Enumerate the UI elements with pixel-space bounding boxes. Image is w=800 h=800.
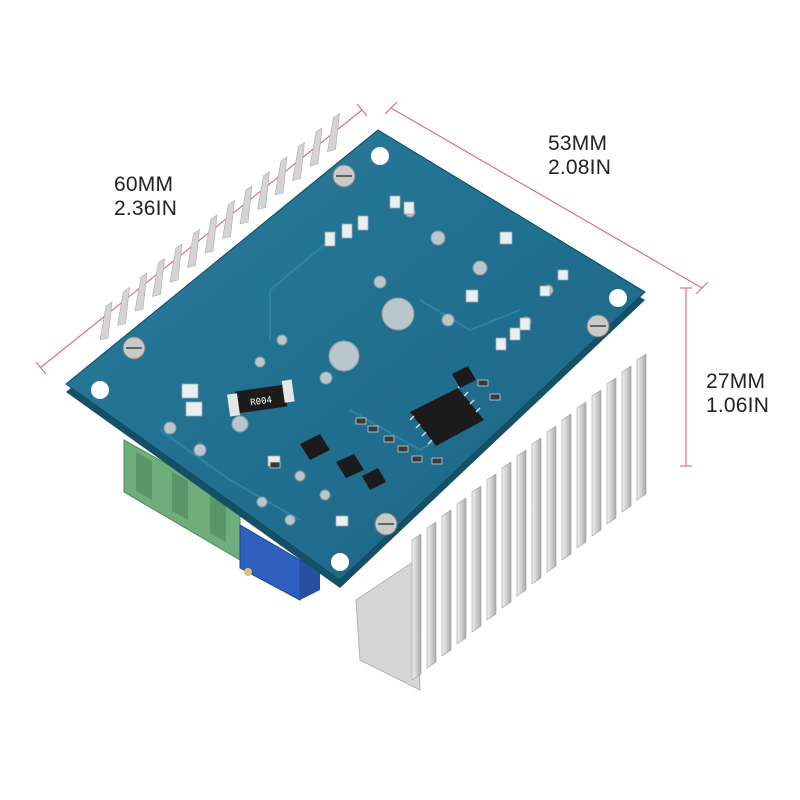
height-mm: 27MM [706,370,766,393]
heatsink-fin [204,214,218,254]
heatsink-fins-front [411,353,647,681]
heatsink-fin [327,112,340,152]
heatsink-fin [152,257,165,297]
heatsink-fin [292,141,305,181]
heatsink-fin [531,437,542,585]
width-dimension-label: 60MM 2.36IN [114,173,177,221]
terminal-block [123,439,241,561]
heatsink-fin [441,509,452,657]
heatsink-fin [426,521,437,669]
width-mm: 60MM [114,173,174,196]
width-dimension-line [39,109,363,369]
heatsink-fin [546,425,557,573]
mounting-hole [331,553,349,571]
heatsink-fin [309,127,323,167]
heatsink-fin [411,533,422,681]
heatsink-fin [561,413,572,561]
depth-inch: 2.08IN [548,156,612,179]
screw-icon [122,164,610,536]
shunt-resistor: R004 [227,379,295,417]
mounting-hole [91,381,109,399]
heatsink-fin [134,272,148,312]
heatsink-fin [471,485,482,633]
height-dimension-label: 27MM 1.06IN [706,370,769,418]
heatsink-fin [257,170,270,210]
depth-dimension-label: 53MM 2.08IN [548,132,611,180]
heatsink-fin [606,377,617,525]
heatsink-fin [486,473,497,621]
width-inch: 2.36IN [114,197,178,220]
shunt-resistor-label: R004 [250,396,273,409]
mounting-hole [609,289,627,307]
heatsink-fin [516,449,527,597]
heatsink-fin [117,286,130,326]
pcb-board: R004 [65,129,646,588]
heatsink-fin [274,156,288,196]
heatsink-fin [169,243,183,283]
heatsink-fin [222,199,235,239]
heatsink-fin [636,353,647,501]
heatsink-fin [99,301,113,341]
heatsink-fins-rear [99,112,340,341]
heatsink-fin [576,401,587,549]
depth-dimension-line [390,107,703,289]
heatsink-fin [621,365,632,513]
mounting-hole [371,147,389,165]
heatsink-fin [591,389,602,537]
height-inch: 1.06IN [706,394,770,417]
heatsink-body [355,559,421,691]
depth-mm: 53MM [548,132,608,155]
heatsink-fin [239,185,253,225]
dimension-lines [35,101,709,467]
heatsink-fin [501,461,512,609]
heatsink-fin [187,228,200,268]
heatsink-fin [456,497,467,645]
